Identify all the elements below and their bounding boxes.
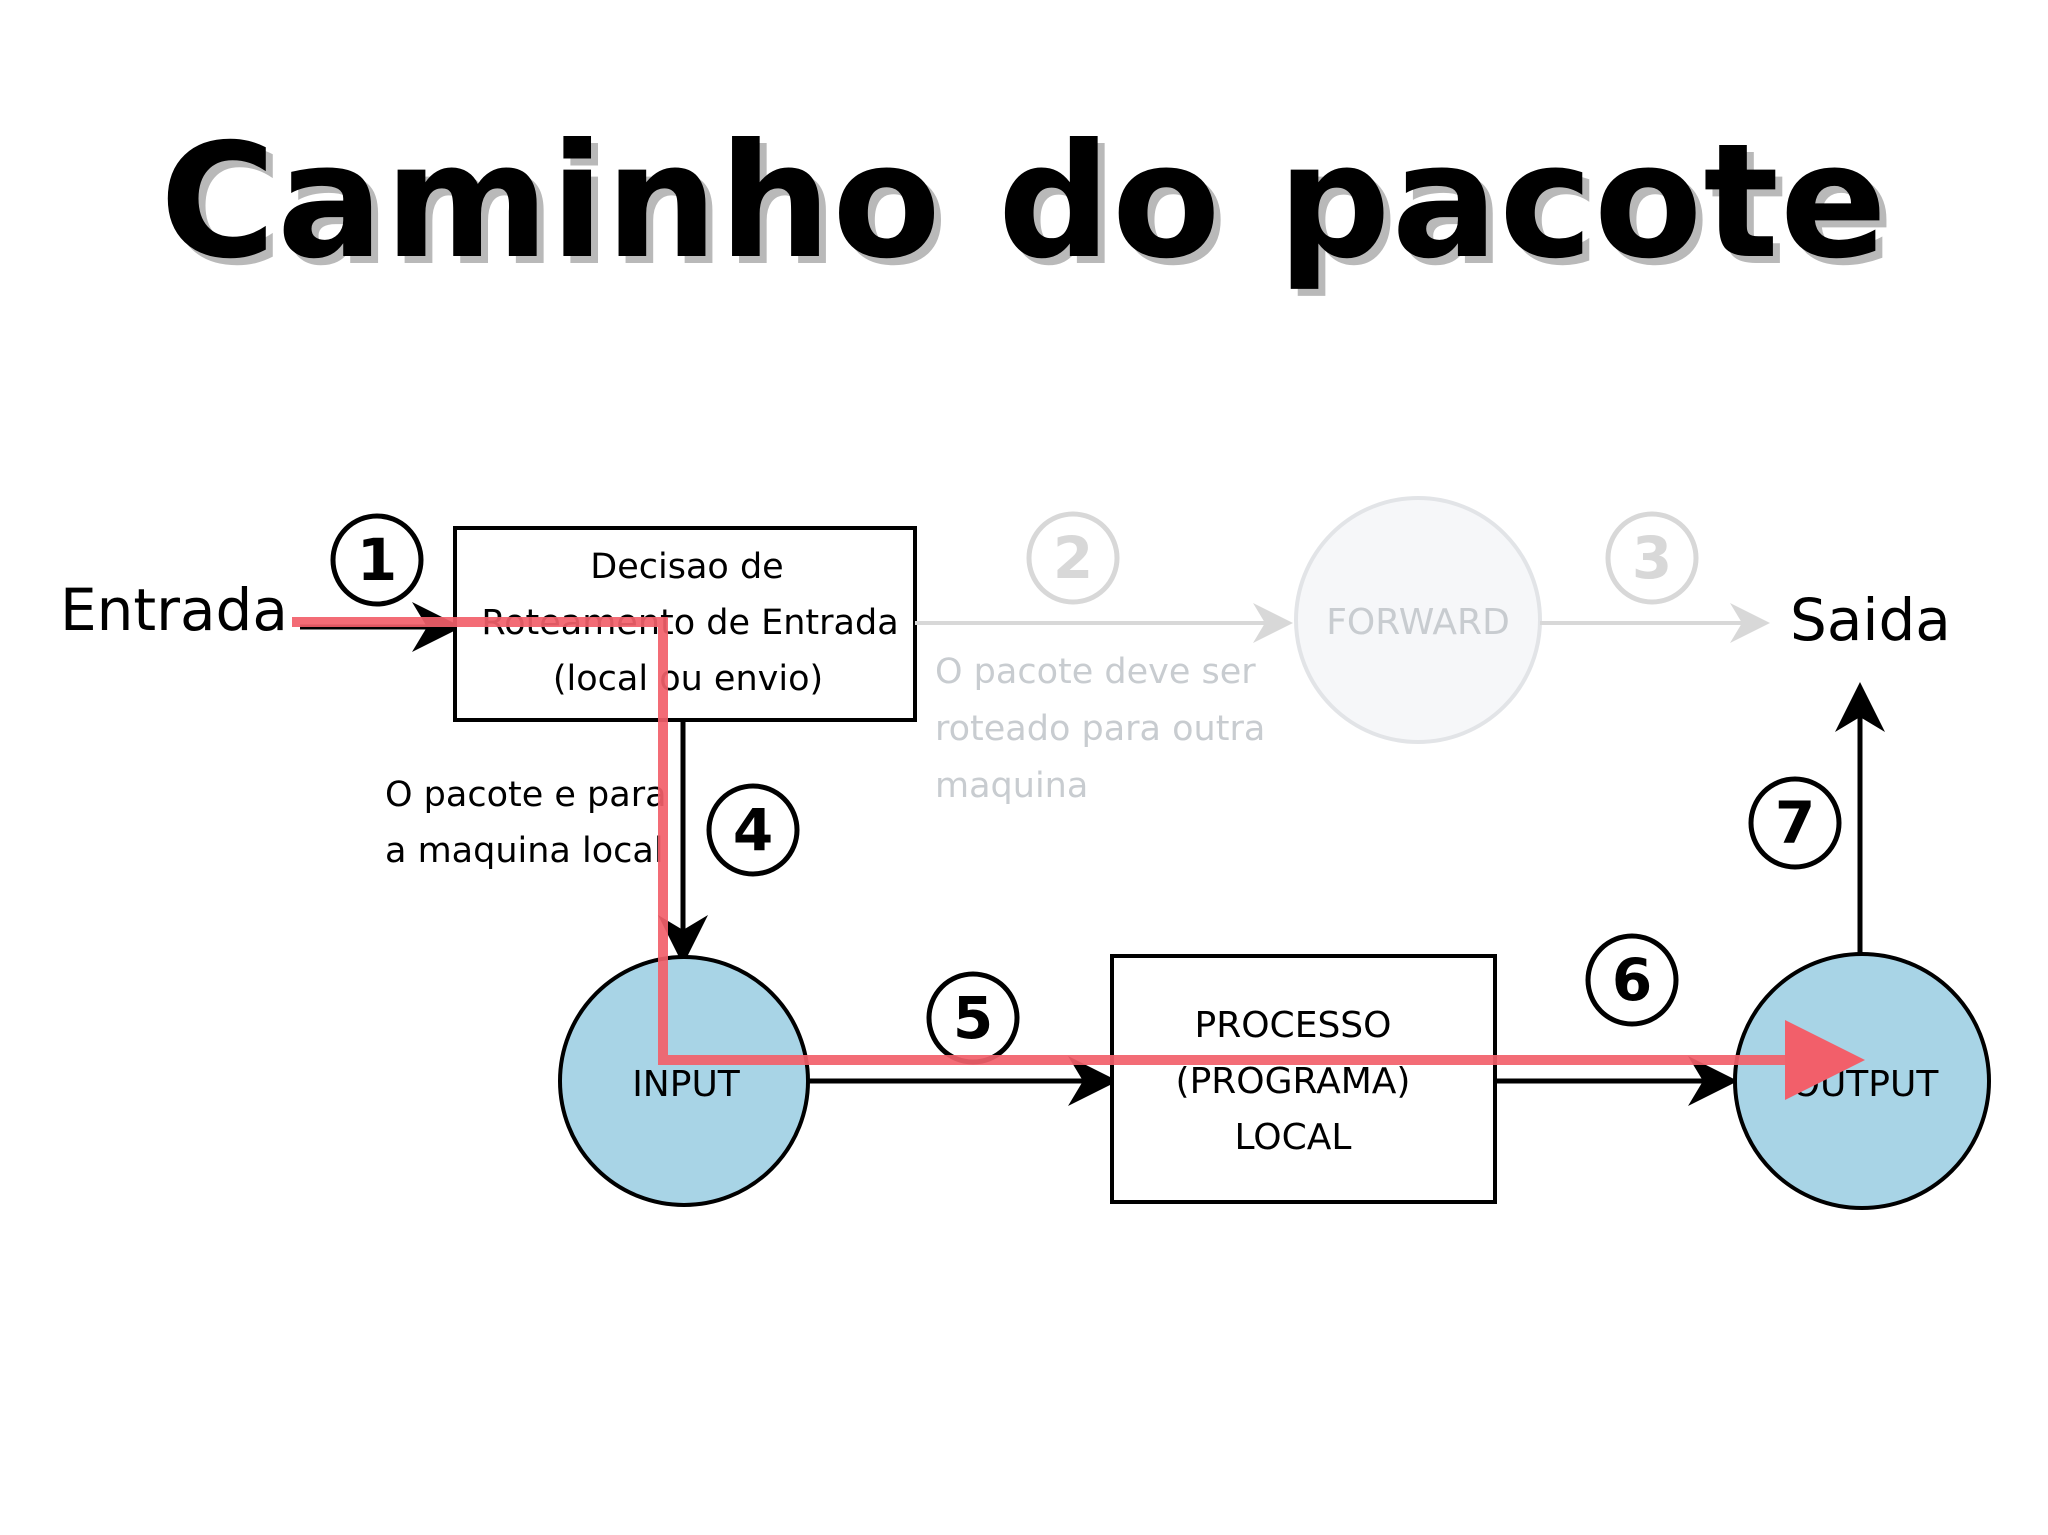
packet-path-highlight: [292, 617, 1865, 1100]
input-node: INPUT: [558, 955, 810, 1207]
note-local-line-1: O pacote e para: [385, 775, 667, 815]
note-forward: O pacote deve ser roteado para outra maq…: [935, 652, 1265, 806]
step-6-badge: 6: [1585, 933, 1679, 1027]
note-local: O pacote e para a maquina local: [385, 775, 667, 871]
step-4-number: 4: [733, 796, 773, 864]
step-1-number: 1: [357, 526, 397, 594]
step-7-number: 7: [1775, 789, 1815, 857]
step-5-number: 5: [953, 984, 993, 1052]
step-2-number: 2: [1053, 524, 1093, 592]
process-line-3: LOCAL: [1235, 1117, 1352, 1158]
step-2-badge: 2: [1026, 511, 1120, 605]
step-7-badge: 7: [1748, 776, 1842, 870]
forward-node-label: FORWARD: [1326, 602, 1510, 643]
process-line-1: PROCESSO: [1195, 1005, 1392, 1046]
process-line-2: (PROGRAMA): [1176, 1061, 1411, 1102]
step-6-number: 6: [1612, 946, 1652, 1014]
slide-title: Caminho do pacote: [159, 110, 1889, 294]
routing-line-1: Decisao de: [590, 547, 783, 587]
note-forward-line-3: maquina: [935, 766, 1088, 806]
forward-node: FORWARD: [1294, 496, 1542, 744]
step-3-number: 3: [1632, 524, 1672, 592]
output-node: OUTPUT: [1733, 952, 1991, 1210]
routing-line-3: (local ou envio): [553, 659, 823, 699]
note-local-line-2: a maquina local: [385, 831, 664, 871]
note-forward-line-1: O pacote deve ser: [935, 652, 1256, 692]
step-4-badge: 4: [706, 783, 800, 877]
step-5-badge: 5: [926, 971, 1020, 1065]
entrada-label: Entrada: [60, 576, 288, 644]
step-1-badge: 1: [330, 513, 424, 607]
process-box: PROCESSO (PROGRAMA) LOCAL: [1110, 954, 1497, 1204]
output-node-label: OUTPUT: [1792, 1064, 1940, 1105]
note-forward-line-2: roteado para outra: [935, 709, 1265, 749]
step-3-badge: 3: [1605, 511, 1699, 605]
saida-label: Saida: [1790, 586, 1951, 654]
input-node-label: INPUT: [632, 1064, 741, 1105]
